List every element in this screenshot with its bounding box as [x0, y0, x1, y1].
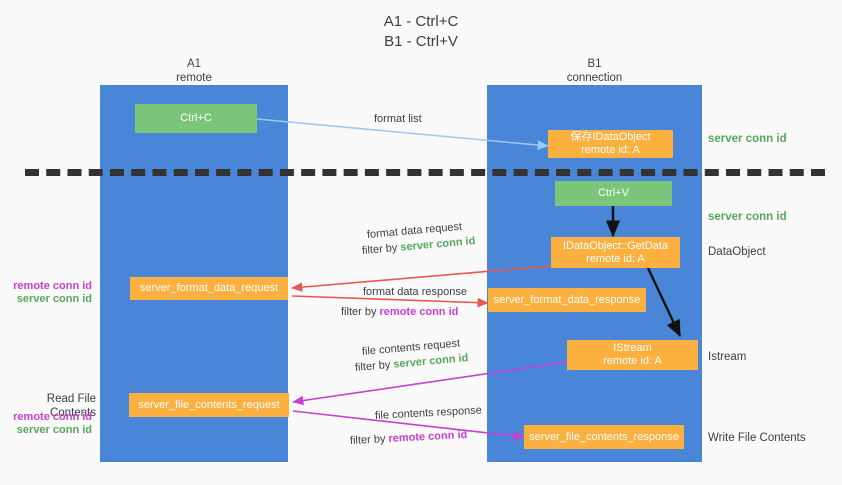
filter-prefix: filter by: [349, 432, 389, 447]
column-header-b1: B1 connection: [566, 58, 623, 84]
label-istream: Istream: [708, 351, 747, 363]
node-server-file-contents-response[interactable]: server_file_contents_response: [524, 425, 684, 449]
label-format-server-conn-id: server conn id: [16, 293, 92, 305]
label-read-file-contents: Read File Contents: [46, 393, 96, 419]
filter-prefix: filter by: [354, 358, 394, 374]
edge-label-format-data-response: format data response: [363, 286, 467, 298]
edge-label-format-list: format list: [374, 113, 422, 125]
edge-label-file-contents-response-filter: filter by remote conn id: [350, 427, 468, 449]
label-dataobject: DataObject: [708, 246, 766, 258]
label-server-conn-id-mid: server conn id: [708, 211, 787, 223]
page-title: A1 - Ctrl+C B1 - Ctrl+V: [383, 13, 459, 50]
filter-token-remote-conn-id: remote conn id: [388, 428, 468, 445]
node-istream[interactable]: IStream remote id: A: [567, 340, 698, 370]
label-file-server-conn-id: server conn id: [16, 424, 92, 436]
node-idataobject[interactable]: 保存IDataObject remote id: A: [548, 130, 673, 158]
filter-token-remote-conn-id: remote conn id: [379, 306, 459, 318]
filter-token-server-conn-id: server conn id: [392, 352, 469, 371]
column-header-a1: A1 remote: [176, 58, 212, 84]
filter-token-server-conn-id: server conn id: [399, 235, 476, 254]
node-ctrl-v[interactable]: Ctrl+V: [555, 181, 672, 206]
phase-divider: [25, 169, 825, 176]
node-server-format-data-request[interactable]: server_format_data_request: [130, 277, 288, 300]
label-server-conn-id-top: server conn id: [708, 133, 787, 145]
label-file-remote-conn-id: remote conn id: [13, 411, 92, 423]
node-ctrl-c[interactable]: Ctrl+C: [135, 104, 257, 133]
edge-label-file-contents-response: file contents response: [374, 404, 483, 422]
label-write-file-contents: Write File Contents: [708, 432, 806, 444]
label-format-remote-conn-id: remote conn id: [13, 280, 92, 292]
node-idataobject-getdata[interactable]: IDataObject::GetData remote id: A: [551, 237, 680, 268]
filter-prefix: filter by: [341, 306, 380, 318]
filter-prefix: filter by: [361, 241, 401, 257]
node-server-file-contents-request[interactable]: server_file_contents_request: [129, 393, 289, 417]
edge-label-format-data-response-filter: filter by remote conn id: [341, 304, 458, 320]
node-server-format-data-response[interactable]: server_format_data_response: [488, 288, 646, 312]
